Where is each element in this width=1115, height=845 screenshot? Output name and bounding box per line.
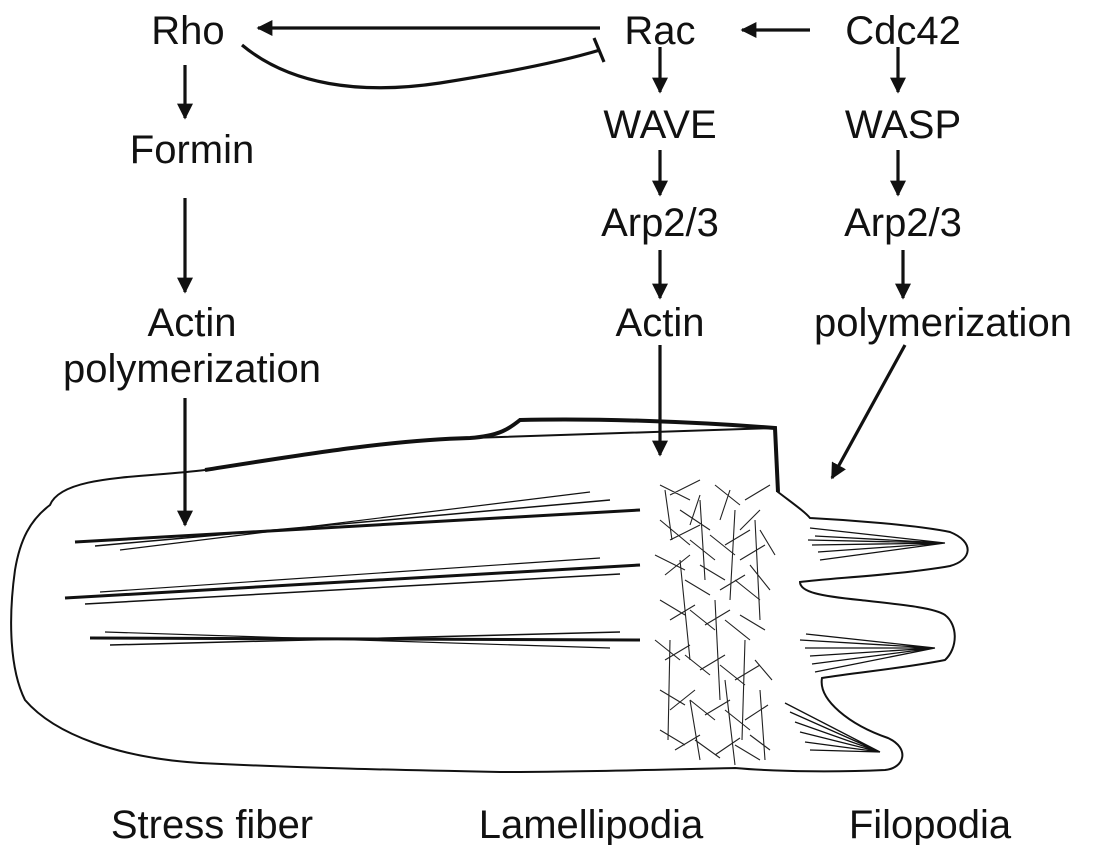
- cell-illustration: [11, 419, 968, 772]
- label-stress-fiber: Stress fiber: [111, 803, 313, 845]
- node-arp23-cdc42: Arp2/3: [844, 201, 962, 245]
- label-filopodia: Filopodia: [849, 803, 1012, 845]
- node-wave: WAVE: [603, 103, 716, 147]
- node-cdc42: Cdc42: [845, 9, 961, 53]
- node-wasp: WASP: [845, 103, 961, 147]
- label-lamellipodia: Lamellipodia: [479, 803, 704, 845]
- node-rac: Rac: [624, 9, 695, 53]
- edge-rho-inhibits-rac: [242, 45, 600, 88]
- node-formin: Formin: [130, 128, 254, 172]
- node-actin-polymerization-line1: Actin: [148, 301, 237, 345]
- node-rho: Rho: [151, 9, 224, 53]
- node-actin-polymerization-line2: polymerization: [63, 347, 321, 391]
- node-labels: Rho Rac Cdc42 Formin WAVE WASP Arp2/3 Ar…: [63, 9, 1072, 391]
- region-labels: Stress fiber Lamellipodia Filopodia: [111, 803, 1012, 845]
- edge-polymerization-to-filopodia: [832, 345, 905, 478]
- node-arp23-rac: Arp2/3: [601, 201, 719, 245]
- node-actin-rac: Actin: [616, 301, 705, 345]
- node-polymerization-cdc42: polymerization: [814, 301, 1072, 345]
